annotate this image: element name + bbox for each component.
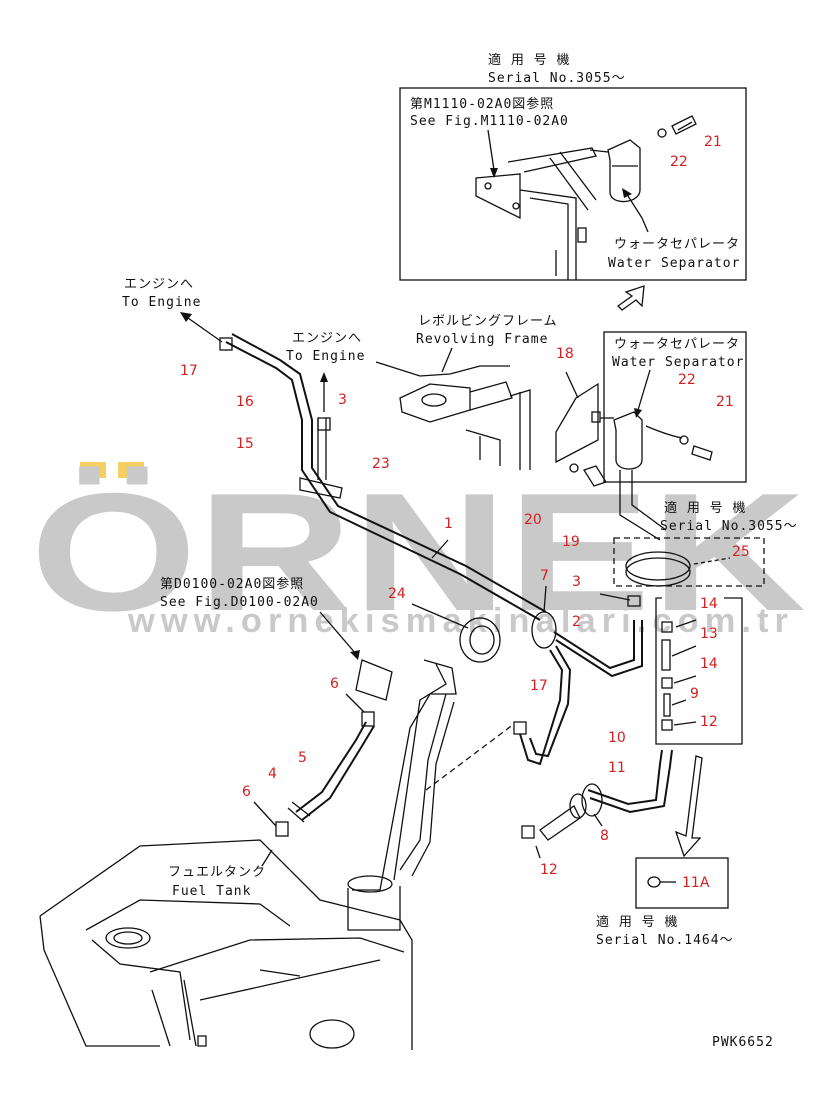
- callout-13: 13: [700, 626, 718, 642]
- watermark-dot-left: [80, 462, 106, 478]
- callout-10: 10: [608, 730, 626, 746]
- ws-mid-jp: ウォータセパレータ: [614, 337, 740, 352]
- watermark-dot-right: [118, 462, 144, 478]
- watermark-logo: ÖRNEK: [30, 458, 806, 646]
- callout-8: 8: [600, 828, 609, 844]
- callout-3a: 3: [338, 392, 347, 408]
- callout-19: 19: [562, 534, 580, 550]
- ws-top-en: Water Separator: [608, 256, 740, 271]
- inset-serial-mid: 適 用 号 機 Serial No.3055～ 25: [613, 500, 798, 587]
- engine2-en: To Engine: [286, 349, 365, 364]
- inset-11a: 11A 適 用 号 機 Serial No.1464～: [596, 857, 734, 948]
- callout-20: 20: [524, 512, 542, 528]
- rev-en: Revolving Frame: [416, 332, 548, 347]
- callout-12b: 12: [540, 862, 558, 878]
- callout-9: 9: [690, 686, 699, 702]
- ref-d-jp: 第D0100-02A0図参照: [160, 576, 304, 592]
- callout-25: 25: [732, 544, 750, 560]
- callout-18: 18: [556, 346, 574, 362]
- callout-6b: 6: [242, 784, 251, 800]
- mid-serial-jp: 適 用 号 機: [664, 500, 746, 516]
- ref-m-en: See Fig.M1110-02A0: [410, 114, 569, 129]
- callout-21b: 21: [716, 394, 734, 410]
- callout-12a: 12: [700, 714, 718, 730]
- callout-4: 4: [268, 766, 277, 782]
- callout-6a: 6: [330, 676, 339, 692]
- rev-jp: レボルビングフレーム: [418, 314, 558, 329]
- callout-22b: 22: [678, 372, 696, 388]
- engine1-jp: エンジンへ: [124, 277, 194, 292]
- callout-17a: 17: [180, 363, 198, 379]
- callout-14b: 14: [700, 656, 718, 672]
- fuel-tank: フュエルタンク Fuel Tank: [39, 839, 413, 1050]
- callout-21a: 21: [704, 134, 722, 150]
- callout-14a: 14: [700, 596, 718, 612]
- inset-mid: ウォータセパレータ Water Separator 22 21: [603, 331, 747, 541]
- callout-15: 15: [236, 436, 254, 452]
- callout-17b: 17: [530, 678, 548, 694]
- callout-11a: 11A: [682, 875, 710, 891]
- tank-en: Fuel Tank: [172, 884, 251, 899]
- top-serial-jp: 適 用 号 機: [488, 52, 570, 68]
- ref-d-en: See Fig.D0100-02A0: [160, 595, 319, 610]
- callout-7: 7: [540, 568, 549, 584]
- callout-22a: 22: [670, 154, 688, 170]
- engine1-en: To Engine: [122, 295, 201, 310]
- bot-serial-jp: 適 用 号 機: [596, 914, 678, 930]
- callout-2: 2: [572, 614, 581, 630]
- top-serial-en: Serial No.3055～: [488, 71, 626, 86]
- ref-m-jp: 第M1110-02A0図参照: [410, 96, 554, 112]
- callout-11: 11: [608, 760, 626, 776]
- parts-column: 14 13 14 9 12: [655, 596, 743, 745]
- hollow-arrow-down: [674, 755, 703, 858]
- callout-24: 24: [388, 586, 406, 602]
- callout-3b: 3: [572, 574, 581, 590]
- bot-serial-en: Serial No.1464～: [596, 933, 734, 948]
- callout-16: 16: [236, 394, 254, 410]
- watermark-url: www.ornekismakinalari.com.tr: [127, 602, 794, 640]
- revolving-frame: レボルビングフレーム Revolving Frame: [375, 314, 558, 470]
- hollow-arrow-up: [616, 285, 645, 311]
- ws-mid-en: Water Separator: [612, 355, 744, 370]
- tank-jp: フュエルタンク: [168, 865, 266, 880]
- drawing-code: PWK6652: [712, 1035, 774, 1050]
- inset-top: 適 用 号 機 Serial No.3055～ 第M1110-02A0図参照 S…: [399, 52, 747, 281]
- engine2-jp: エンジンへ: [292, 331, 362, 346]
- callout-1: 1: [444, 516, 453, 532]
- ws-top-jp: ウォータセパレータ: [614, 237, 740, 252]
- watermark: ÖRNEK www.ornekismakinalari.com.tr: [30, 458, 806, 646]
- callout-5: 5: [298, 750, 307, 766]
- mid-serial-en: Serial No.3055～: [660, 519, 798, 534]
- callout-23: 23: [372, 456, 390, 472]
